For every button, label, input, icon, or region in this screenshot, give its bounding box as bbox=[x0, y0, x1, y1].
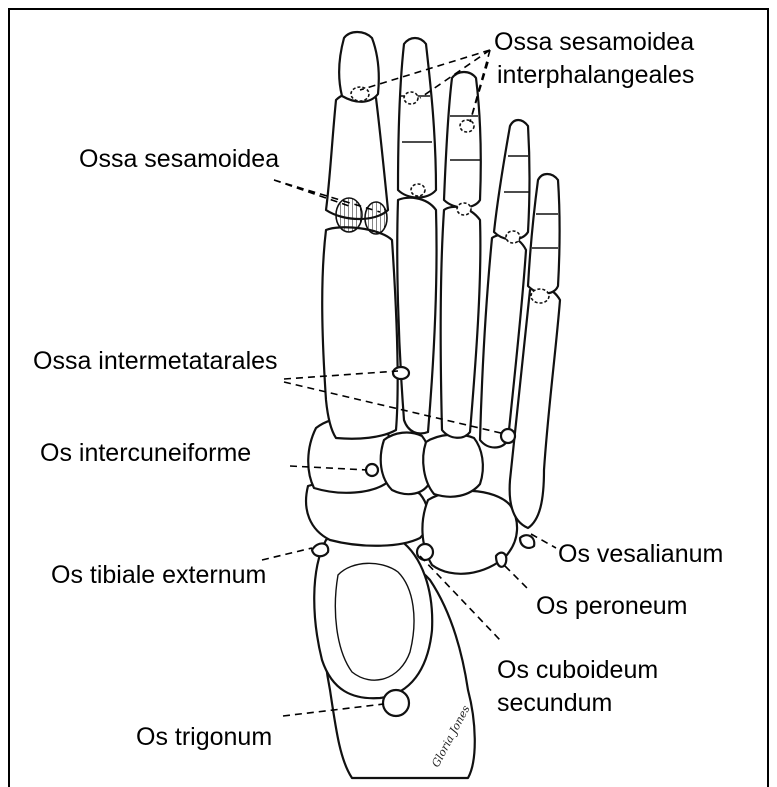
label-os-peroneum: Os peroneum bbox=[536, 592, 687, 620]
leader-peroneum bbox=[505, 566, 529, 590]
os-tibiale-externum-ossicle bbox=[312, 543, 328, 556]
os-vesalianum-ossicle bbox=[520, 535, 534, 548]
toe-3-phalanges bbox=[444, 72, 481, 208]
mtp-sesamoid-2 bbox=[411, 184, 425, 196]
lateral-cuneiform-bone bbox=[423, 435, 483, 497]
label-ossa-sesamoidea: Ossa sesamoidea bbox=[79, 145, 279, 173]
interphalangeal-sesamoid-3 bbox=[460, 120, 474, 132]
label-os-tibiale-externum: Os tibiale externum bbox=[51, 561, 266, 589]
toe-2-phalanges bbox=[398, 38, 436, 198]
interphalangeal-sesamoid-1 bbox=[351, 87, 369, 101]
hallux-proximal-phalanx bbox=[326, 92, 388, 219]
label-os-cuboideum-line1: Os cuboideum bbox=[497, 656, 658, 684]
os-peroneum-ossicle bbox=[496, 553, 506, 567]
toe-4-phalanges bbox=[494, 120, 530, 240]
mtp-sesamoid-5 bbox=[531, 289, 549, 303]
os-intercuneiforme-ossicle bbox=[366, 464, 378, 476]
metatarsal-3-bone bbox=[441, 207, 481, 438]
mtp-sesamoid-4 bbox=[506, 231, 520, 243]
interphalangeal-sesamoid-2 bbox=[404, 92, 418, 104]
label-interphalangeales-line2: interphalangeales bbox=[497, 61, 694, 89]
os-intermetatarale-1 bbox=[393, 367, 409, 379]
metatarsal-1-bone bbox=[322, 227, 397, 438]
sesamoid-lateral bbox=[365, 202, 387, 234]
leader-tibiale-externum bbox=[262, 548, 312, 560]
label-os-vesalianum: Os vesalianum bbox=[558, 540, 723, 568]
mtp-sesamoid-3 bbox=[457, 203, 471, 215]
os-trigonum-ossicle bbox=[383, 690, 409, 716]
toe-5-phalanges bbox=[528, 174, 560, 294]
label-os-cuboideum-line2: secundum bbox=[497, 689, 612, 717]
os-cuboideum-secundum-ossicle bbox=[417, 544, 433, 560]
label-os-intercuneiforme: Os intercuneiforme bbox=[40, 439, 251, 467]
label-ossa-intermetatarales: Ossa intermetatarales bbox=[33, 347, 278, 375]
talus-bone bbox=[314, 530, 432, 699]
metatarsal-2-bone bbox=[397, 198, 436, 434]
label-interphalangeales-line1: Ossa sesamoidea bbox=[494, 28, 694, 56]
label-os-trigonum: Os trigonum bbox=[136, 723, 272, 751]
os-intermetatarale-2 bbox=[501, 429, 515, 443]
